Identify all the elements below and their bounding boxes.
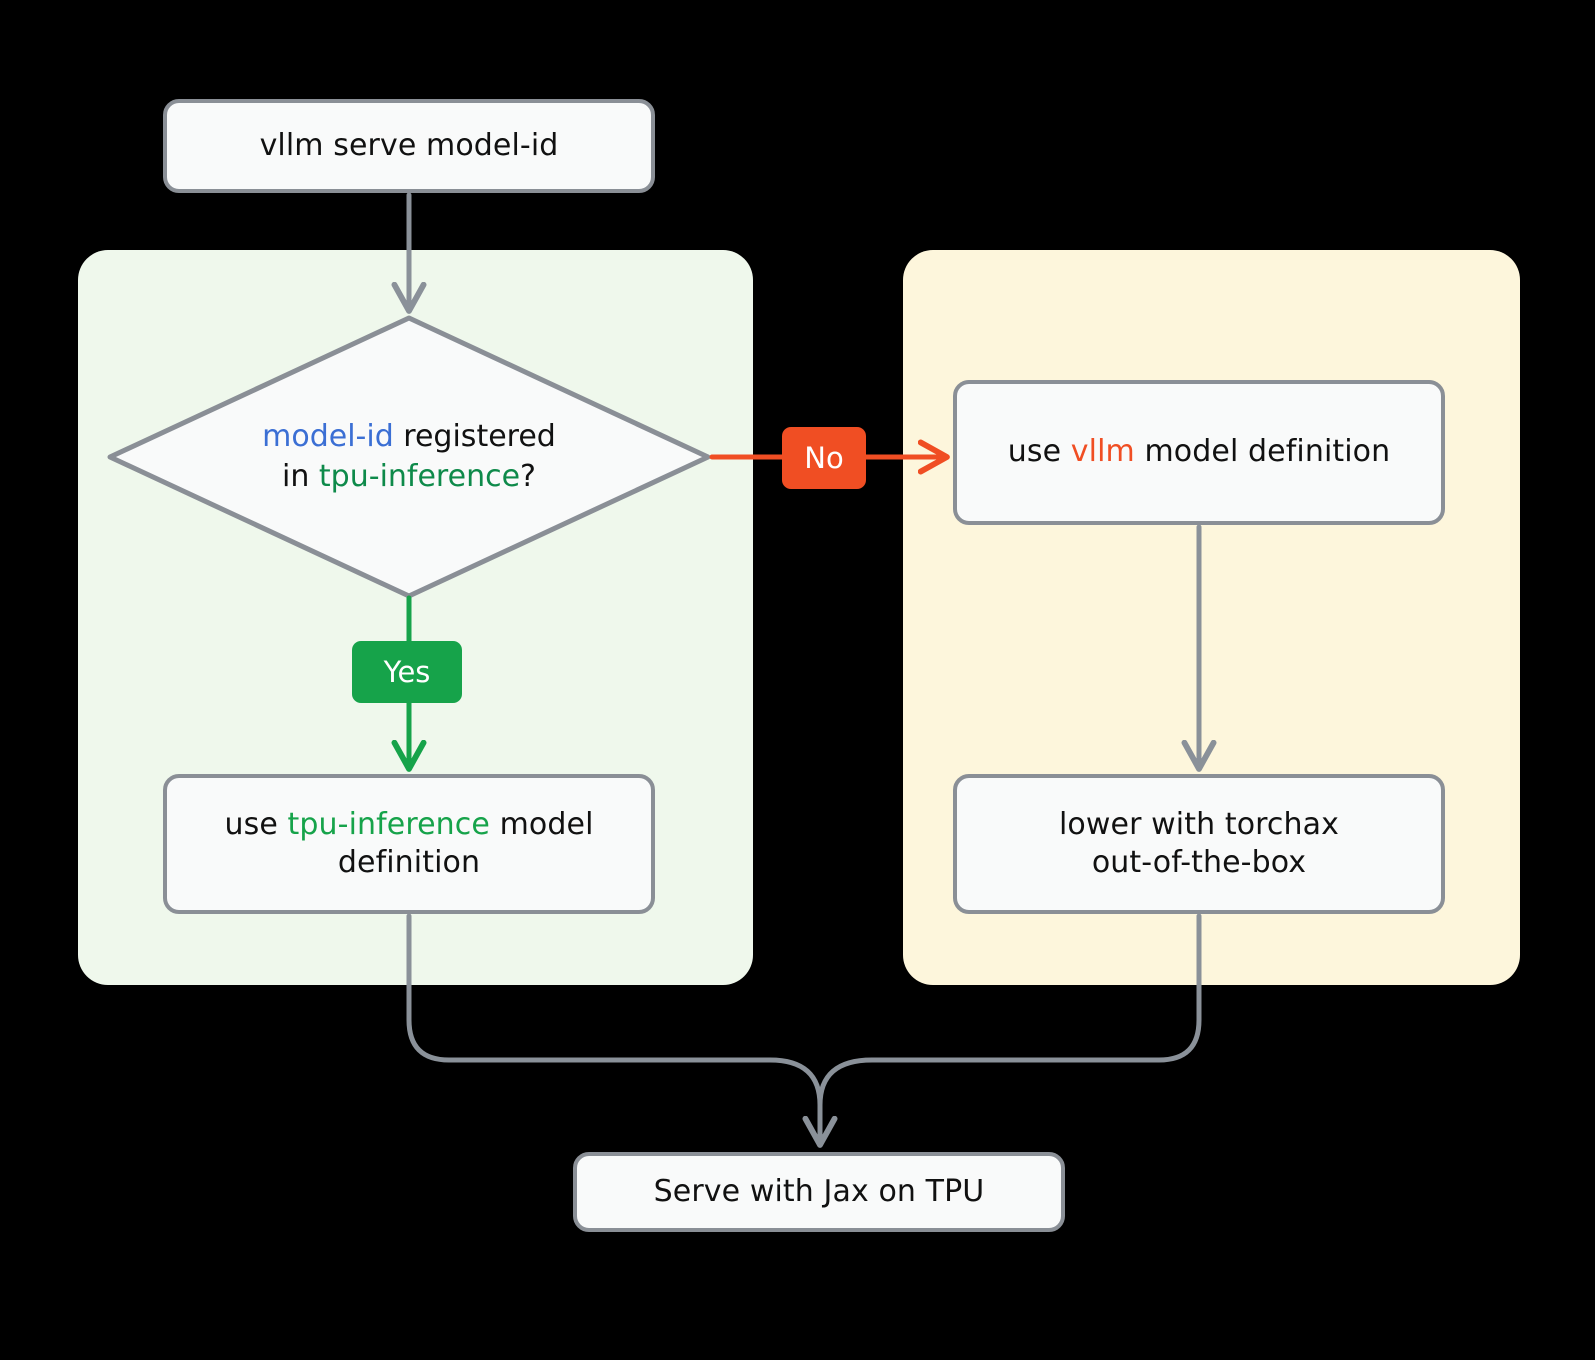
node-left-output-label: use tpu-inference model definition bbox=[183, 806, 635, 883]
left-output-token-model-definition: model definition bbox=[337, 806, 594, 880]
left-output-token-use: use bbox=[224, 806, 288, 842]
decision-token-registered: registered bbox=[393, 419, 556, 455]
edge-label-yes-text: Yes bbox=[383, 655, 431, 689]
decision-token-question: ? bbox=[520, 459, 536, 494]
right-input-token-vllm: vllm bbox=[1070, 434, 1135, 470]
left-output-token-tpu-inference: tpu-inference bbox=[287, 806, 490, 842]
edge-label-yes: Yes bbox=[352, 641, 462, 703]
right-output-line-1: lower with torchax bbox=[1059, 806, 1339, 842]
decision-token-model-id: model-id bbox=[262, 419, 394, 455]
decision-label: model-id registered in tpu-inference? bbox=[110, 318, 708, 596]
right-input-token-model-definition: model definition bbox=[1134, 434, 1391, 470]
node-use-vllm-model-definition[interactable]: use vllm model definition bbox=[953, 380, 1445, 525]
edge-label-no: No bbox=[782, 427, 866, 489]
edge-label-no-text: No bbox=[804, 441, 844, 475]
decision-token-tpu-inference: tpu-inference bbox=[318, 459, 521, 494]
node-decision-model-registered[interactable]: model-id registered in tpu-inference? bbox=[110, 318, 708, 596]
node-start-label: vllm serve model-id bbox=[259, 127, 559, 163]
node-start-vllm-serve[interactable]: vllm serve model-id bbox=[163, 99, 655, 193]
node-end-label: Serve with Jax on TPU bbox=[653, 1173, 985, 1209]
right-input-token-use: use bbox=[1007, 434, 1071, 470]
node-serve-with-jax-on-tpu[interactable]: Serve with Jax on TPU bbox=[573, 1152, 1065, 1232]
right-output-line-2: out-of-the-box bbox=[1091, 845, 1307, 880]
node-right-input-label: use vllm model definition bbox=[1008, 433, 1391, 471]
node-use-tpu-inference-model-definition[interactable]: use tpu-inference model definition bbox=[163, 774, 655, 914]
decision-token-in: in bbox=[282, 459, 319, 494]
